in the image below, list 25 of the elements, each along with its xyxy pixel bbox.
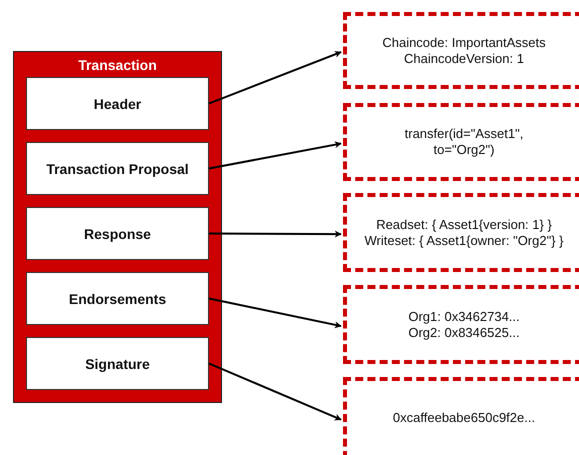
transaction-panel — [13, 51, 222, 403]
value-box — [343, 103, 579, 181]
field-label: Response — [84, 226, 151, 242]
value-text: transfer(id="Asset1", to="Org2") — [404, 126, 524, 158]
field-label: Signature — [85, 356, 150, 372]
field-box — [26, 207, 209, 260]
value-box — [343, 285, 579, 364]
field-box — [26, 272, 209, 325]
value-text: Org1: 0x3462734... Org2: 0x8346525... — [407, 308, 521, 340]
field-box — [26, 142, 209, 195]
arrow — [209, 230, 342, 238]
field-label: Header — [94, 96, 142, 112]
value-text: Chaincode: ImportantAssets ChaincodeVersion: 1 — [381, 34, 547, 66]
arrow — [208, 141, 342, 170]
value-text: 0xcaffeebabe650c9f2e... — [392, 410, 536, 426]
value-box — [343, 377, 579, 455]
panel-title: Transaction — [78, 57, 157, 73]
field-label: Endorsements — [68, 290, 166, 306]
value-box — [343, 12, 579, 89]
value-box — [343, 193, 579, 272]
field-label: Transaction Proposal — [46, 160, 189, 176]
arrow — [208, 298, 342, 328]
field-box — [26, 77, 209, 130]
value-text: Readset: { Asset1{version: 1} } Writeset: { Asset1{owner: "Org2"} } — [363, 216, 565, 248]
field-box — [26, 337, 209, 390]
